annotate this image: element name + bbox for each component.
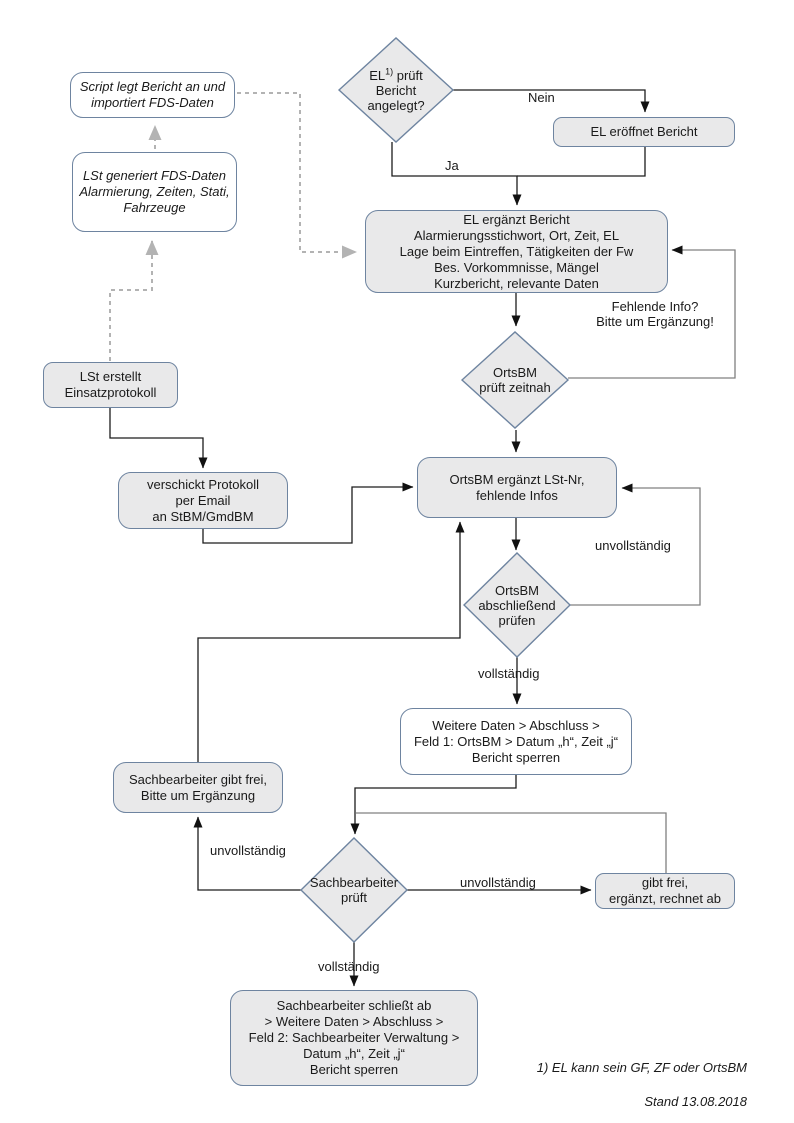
box-gibt-frei-rechnet-ab: gibt frei, ergänzt, rechnet ab bbox=[595, 873, 735, 909]
decision-el-prueft-line1: EL1) prüft bbox=[369, 66, 423, 83]
edge-label-nein: Nein bbox=[528, 90, 555, 105]
box-sachbearbeiter-gibt-frei: Sachbearbeiter gibt frei, Bitte um Ergän… bbox=[113, 762, 283, 813]
box-sachbearbeiter-schliesst-ab: Sachbearbeiter schließt ab > Weitere Dat… bbox=[230, 990, 478, 1086]
diamond-sachbearbeiter-prueft bbox=[300, 837, 408, 943]
edge-label-unvollstaendig-loop: unvollständig bbox=[595, 538, 671, 553]
footnote-line1: 1) EL kann sein GF, ZF oder OrtsBM bbox=[536, 1060, 747, 1075]
box-el-eroeffnet-bericht: EL eröffnet Bericht bbox=[553, 117, 735, 147]
footnote: 1) EL kann sein GF, ZF oder OrtsBM Stand… bbox=[450, 1042, 747, 1123]
diamond-ortsbm-abschliessend bbox=[463, 552, 571, 658]
decision-sachbearbeiter-prueft-label: Sachbearbeiter prüft bbox=[309, 875, 399, 905]
decision-ortsbm-zeitnah-label: OrtsBM prüft zeitnah bbox=[479, 365, 551, 395]
edge-label-vollstaendig-2: vollständig bbox=[318, 959, 380, 974]
box-lst-generiert-fds: LSt generiert FDS-Daten Alarmierung, Zei… bbox=[72, 152, 237, 232]
decision-diamonds bbox=[300, 37, 571, 943]
loop-connectors bbox=[356, 245, 736, 873]
decision-el-prueft-rest: Bericht angelegt? bbox=[367, 82, 425, 113]
edge-label-unvollstaendig-mid: unvollständig bbox=[460, 875, 536, 890]
footnote-marker: 1) bbox=[385, 66, 394, 77]
edge-label-ja: Ja bbox=[445, 158, 459, 173]
box-feld1-bericht-sperren: Weitere Daten > Abschluss > Feld 1: Orts… bbox=[400, 708, 632, 775]
box-script-legt-bericht: Script legt Bericht an und importiert FD… bbox=[70, 72, 235, 118]
box-ortsbm-ergaenzt: OrtsBM ergänzt LSt-Nr, fehlende Infos bbox=[417, 457, 617, 518]
footnote-line2: Stand 13.08.2018 bbox=[644, 1094, 747, 1109]
edge-label-unvollstaendig-left: unvollständig bbox=[210, 843, 286, 858]
diamond-ortsbm-zeitnah bbox=[460, 331, 570, 429]
box-el-ergaenzt-bericht: EL ergänzt Bericht Alarmierungsstichwort… bbox=[365, 210, 668, 293]
edge-label-vollstaendig-1: vollständig bbox=[478, 666, 540, 681]
decision-el-prueft-label: EL1) prüft Bericht angelegt? bbox=[341, 40, 451, 140]
main-connectors bbox=[109, 89, 650, 987]
box-verschickt-protokoll: verschickt Protokoll per Email an StBM/G… bbox=[118, 472, 288, 529]
dashed-connectors bbox=[109, 92, 357, 361]
box-lst-erstellt-einsatzprotokoll: LSt erstellt Einsatzprotokoll bbox=[43, 362, 178, 408]
edge-label-fehlende-info: Fehlende Info? Bitte um Ergänzung! bbox=[596, 299, 714, 329]
decision-ortsbm-abschliessend-label: OrtsBM abschließend prüfen bbox=[478, 582, 556, 628]
diamond-el-prueft bbox=[337, 37, 455, 143]
